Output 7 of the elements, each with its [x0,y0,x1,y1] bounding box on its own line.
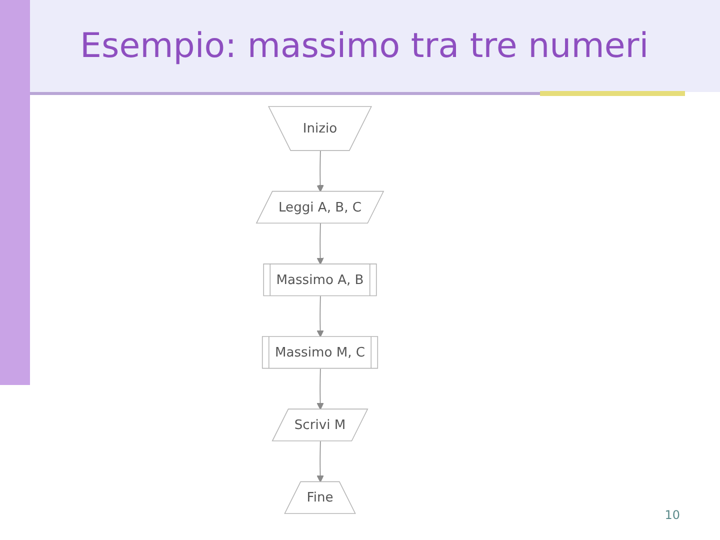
arrow [316,223,324,265]
slide-title: Esempio: massimo tra tre numeri [80,26,649,66]
arrow [316,150,324,192]
arrow [316,368,324,410]
arrow [316,440,324,482]
arrow [316,296,324,338]
page-number: 10 [664,508,680,522]
